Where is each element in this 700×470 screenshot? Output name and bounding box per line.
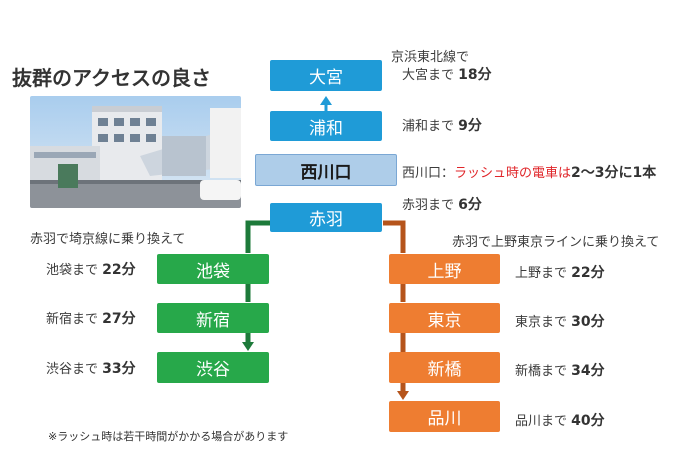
green-transfer-line — [245, 220, 270, 253]
time-label-urawa: 浦和まで 9分 — [402, 118, 482, 134]
arrow-down-icon — [242, 342, 254, 351]
station-shinjuku: 新宿 — [157, 303, 269, 333]
station-shibuya: 渋谷 — [157, 352, 269, 383]
time-label-shibuya: 渋谷まで 33分 — [46, 361, 136, 377]
time-label-ueno: 上野まで 22分 — [515, 265, 605, 281]
station-nishikawaguchi: 西川口 — [255, 154, 397, 186]
time-label-shimbashi: 新橋まで 34分 — [515, 363, 605, 379]
time-label-shinjuku: 新宿まで 27分 — [46, 311, 136, 327]
station-shimbashi: 新橋 — [389, 352, 500, 383]
station-ikebukuro: 池袋 — [157, 254, 269, 284]
transfer-label-saikyo: 赤羽で埼京線に乗り換えて — [30, 232, 186, 247]
station-tokyo: 東京 — [389, 303, 500, 333]
station-omiya: 大宮 — [270, 60, 382, 91]
line-label-keihin-tohoku: 京浜東北線で — [391, 50, 470, 65]
footnote: ※ラッシュ時は若干時間がかかる場合があります — [48, 430, 289, 443]
time-label-tokyo: 東京まで 30分 — [515, 314, 605, 330]
page-title: 抜群のアクセスの良さ — [12, 66, 211, 90]
station-shinagawa: 品川 — [389, 401, 500, 432]
time-label-shinagawa: 品川まで 40分 — [515, 413, 605, 429]
station-urawa: 浦和 — [270, 111, 382, 141]
time-label-akabane: 赤羽まで 6分 — [402, 197, 482, 213]
time-label-omiya: 大宮まで 18分 — [402, 67, 492, 83]
arrow-down-icon — [397, 391, 409, 400]
station-ueno: 上野 — [389, 254, 500, 284]
time-label-ikebukuro: 池袋まで 22分 — [46, 262, 136, 278]
orange-transfer-line — [383, 220, 406, 253]
arrow-up-icon — [320, 96, 332, 105]
station-photo — [30, 96, 241, 208]
transfer-label-ueno-tokyo: 赤羽で上野東京ラインに乗り換えて — [452, 235, 660, 250]
station-akabane: 赤羽 — [270, 203, 382, 232]
frequency-label: 西川口：ラッシュ時の電車は2〜3分に1本 — [402, 165, 657, 181]
